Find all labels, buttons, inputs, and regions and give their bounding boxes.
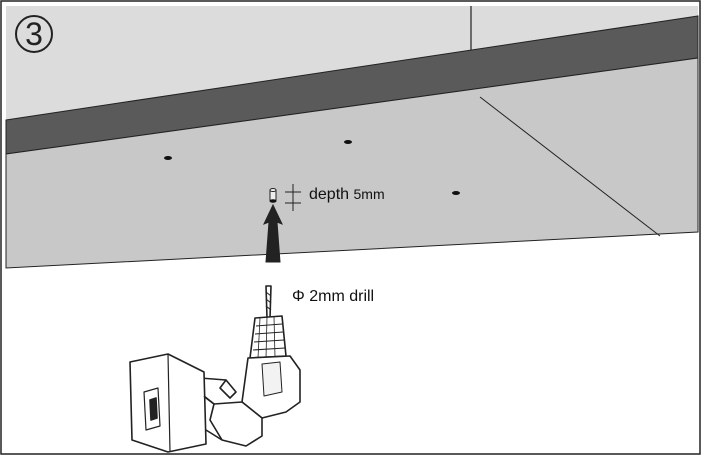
drill-hole-3	[452, 191, 460, 195]
depth-word: depth	[309, 186, 350, 203]
step-number: 3	[25, 16, 43, 52]
hole-depth-detail	[269, 188, 277, 203]
drill-size-value: 2mm drill	[309, 288, 375, 305]
diameter-symbol: Φ	[292, 288, 305, 305]
upper-wall	[6, 6, 698, 120]
step-number-badge: 3	[14, 14, 54, 54]
up-arrow-icon	[263, 203, 283, 263]
drill-hole-2	[344, 140, 352, 144]
depth-label: depth 5mm	[309, 186, 385, 204]
depth-dimension-marker	[285, 184, 301, 211]
ceiling-panel	[5, 57, 699, 269]
cordless-drill-icon	[129, 285, 301, 453]
drill-size-label: Φ 2mm drill	[292, 288, 374, 306]
drill-hole-1	[164, 156, 172, 160]
step-circle-icon	[15, 15, 53, 53]
ceiling-seam-line	[479, 96, 661, 237]
depth-value: 5mm	[353, 186, 385, 202]
